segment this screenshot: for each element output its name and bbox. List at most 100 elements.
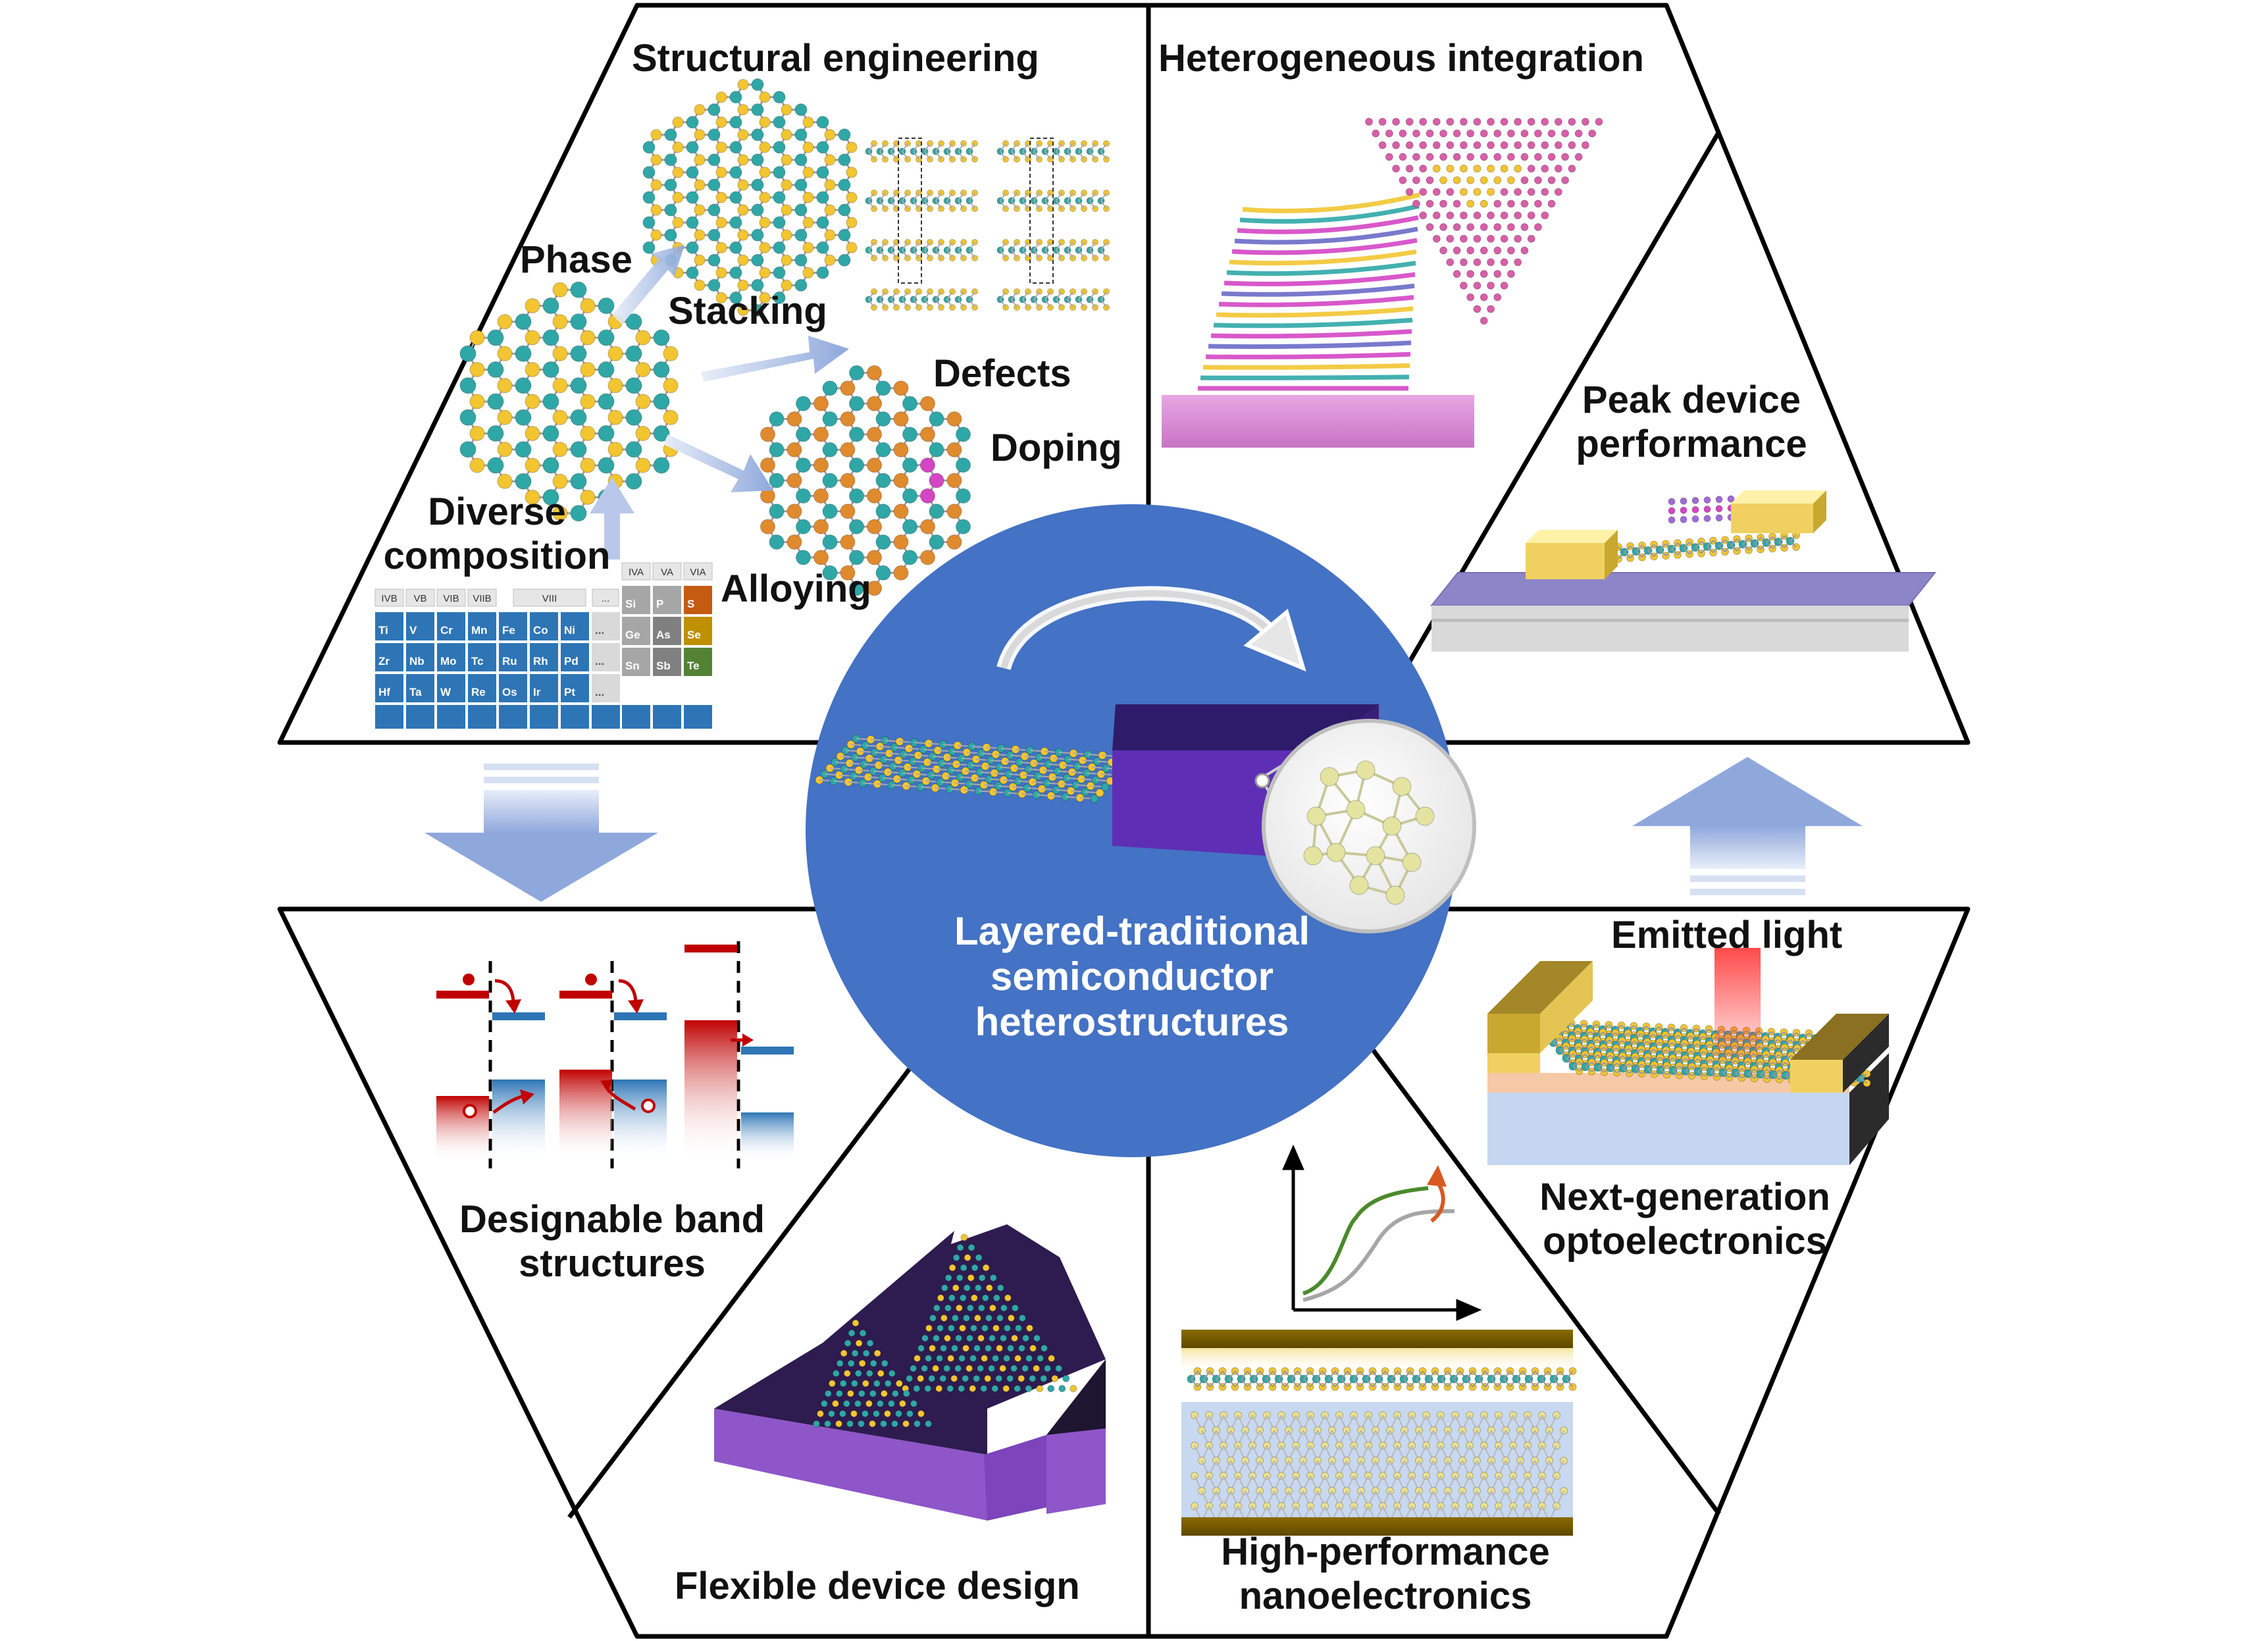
periodic-header: VA xyxy=(661,567,673,578)
periodic-element: Fe xyxy=(502,624,515,637)
iv-curve-plot xyxy=(1282,1144,1482,1321)
periodic-element: Mn xyxy=(471,624,488,637)
periodic-element: Pt xyxy=(564,686,575,698)
optoelectronics-illustration xyxy=(1487,948,1889,1165)
peak-line1: Peak device xyxy=(1582,378,1801,421)
periodic-element: Rh xyxy=(533,655,548,667)
arrow-down-left xyxy=(425,764,658,902)
phase-label: Phase xyxy=(520,238,632,281)
peak-line2: performance xyxy=(1576,422,1807,465)
periodic-element: Co xyxy=(533,624,548,637)
nano-line2: nanoelectronics xyxy=(1239,1574,1532,1617)
heterogeneous-illustrations xyxy=(1162,118,1603,448)
hexagonal-lattice-main xyxy=(459,281,679,522)
diverse-composition-label: Diverse composition xyxy=(372,490,622,578)
band-structure-illustration xyxy=(436,941,794,1168)
center-title: Layered-traditional semiconductor hetero… xyxy=(869,908,1395,1045)
emitted-light-beam xyxy=(1714,948,1761,1060)
periodic-element: Sb xyxy=(656,660,671,672)
doping-label: Doping xyxy=(991,427,1122,469)
periodic-element: Te xyxy=(687,660,700,672)
periodic-element: V xyxy=(409,624,417,637)
periodic-element: Cr xyxy=(440,624,453,637)
periodic-element: Si xyxy=(625,598,636,610)
periodic-element: Ti xyxy=(378,624,388,637)
arrow-to-defects xyxy=(663,434,773,492)
center-line3: heterostructures xyxy=(975,1000,1289,1044)
stacking-side-views xyxy=(865,138,1110,311)
periodic-header: VIB xyxy=(443,593,459,604)
periodic-element: As xyxy=(656,629,671,641)
doping-lattice xyxy=(760,365,971,596)
periodic-element: ... xyxy=(595,686,604,698)
periodic-element: Ni xyxy=(564,624,575,637)
periodic-header: IVB xyxy=(381,593,397,604)
emitted-light-label: Emitted light xyxy=(1611,914,1843,956)
periodic-element: Sn xyxy=(625,660,640,672)
arrow-to-phase xyxy=(612,245,684,325)
periodic-element: S xyxy=(687,598,694,610)
center-line2: semiconductor xyxy=(990,954,1274,999)
opto-electrode-left xyxy=(1487,961,1593,1073)
center-line1: Layered-traditional xyxy=(954,909,1310,953)
periodic-element: Hf xyxy=(378,686,390,698)
periodic-element: Ge xyxy=(625,629,640,641)
periodic-element: W xyxy=(440,686,451,698)
periodic-element: Nb xyxy=(409,655,425,667)
periodic-element: Ta xyxy=(409,686,422,698)
bent-layered-stack xyxy=(1198,192,1420,391)
periodic-element: Se xyxy=(687,629,701,641)
high-performance-nanoelectronics-label: High-performance nanoelectronics xyxy=(1181,1530,1589,1618)
periodic-header: VB xyxy=(413,593,426,604)
center-illustration xyxy=(815,586,1476,933)
periodic-header: VIA xyxy=(690,567,706,578)
periodic-element: Os xyxy=(502,686,517,698)
opto-line1: Next-generation xyxy=(1539,1176,1830,1218)
diverse-composition-line1: Diverse xyxy=(428,490,566,533)
opto-electrode-right xyxy=(1790,1014,1889,1093)
peak-device-illustration xyxy=(1430,490,1937,652)
crystal-zoom-sphere xyxy=(1262,719,1476,933)
electrode-right xyxy=(1731,490,1826,533)
arrow-to-stacking xyxy=(701,336,849,382)
divider-top-right xyxy=(1360,130,1722,744)
divider-bottom-right xyxy=(1354,1025,1721,1516)
electrode-left xyxy=(1526,530,1618,579)
zoomed-crystal xyxy=(1303,760,1435,905)
periodic-element: Re xyxy=(471,686,486,698)
periodic-element: ... xyxy=(595,655,604,667)
periodic-header: VIIB xyxy=(473,593,491,604)
nano-bulk-lattice xyxy=(1191,1411,1568,1522)
substrate-pink xyxy=(1162,395,1474,448)
periodic-header: VIII xyxy=(542,593,557,604)
periodic-element: Zr xyxy=(378,655,390,667)
triangular-flake xyxy=(1365,118,1603,325)
periodic-element: P xyxy=(656,598,663,610)
diverse-composition-line2: composition xyxy=(383,534,611,577)
hexagon-top xyxy=(277,3,1971,745)
flexible-device-illustration xyxy=(714,1224,1106,1521)
nanoelectronics-illustration xyxy=(1181,1144,1577,1536)
periodic-element: Tc xyxy=(471,655,484,667)
peak-device-performance-label: Peak device performance xyxy=(1514,378,1869,466)
designable-band-structures-label: Designable band structures xyxy=(421,1198,803,1286)
stacking-label: Stacking xyxy=(668,290,827,332)
band-line1: Designable band xyxy=(459,1198,765,1241)
periodic-element: Ir xyxy=(533,686,541,698)
flexible-device-design-label: Flexible device design xyxy=(675,1565,1080,1607)
band-line2: structures xyxy=(519,1241,706,1285)
next-gen-optoelectronics-label: Next-generation optoelectronics xyxy=(1501,1176,1869,1263)
periodic-element: ... xyxy=(595,624,604,637)
arrow-up-composition xyxy=(590,477,634,560)
phase-lattice xyxy=(642,78,858,317)
divider-bottom-left xyxy=(567,1051,923,1519)
nano-2d-layer xyxy=(1187,1367,1577,1391)
flexible-flake xyxy=(813,1234,1077,1428)
heterogeneous-integration-title: Heterogeneous integration xyxy=(1158,37,1644,80)
arrow-up-right xyxy=(1632,757,1863,895)
alloying-label: Alloying xyxy=(721,567,871,610)
structural-engineering-title: Structural engineering xyxy=(632,37,1039,80)
nano-line1: High-performance xyxy=(1221,1530,1550,1573)
